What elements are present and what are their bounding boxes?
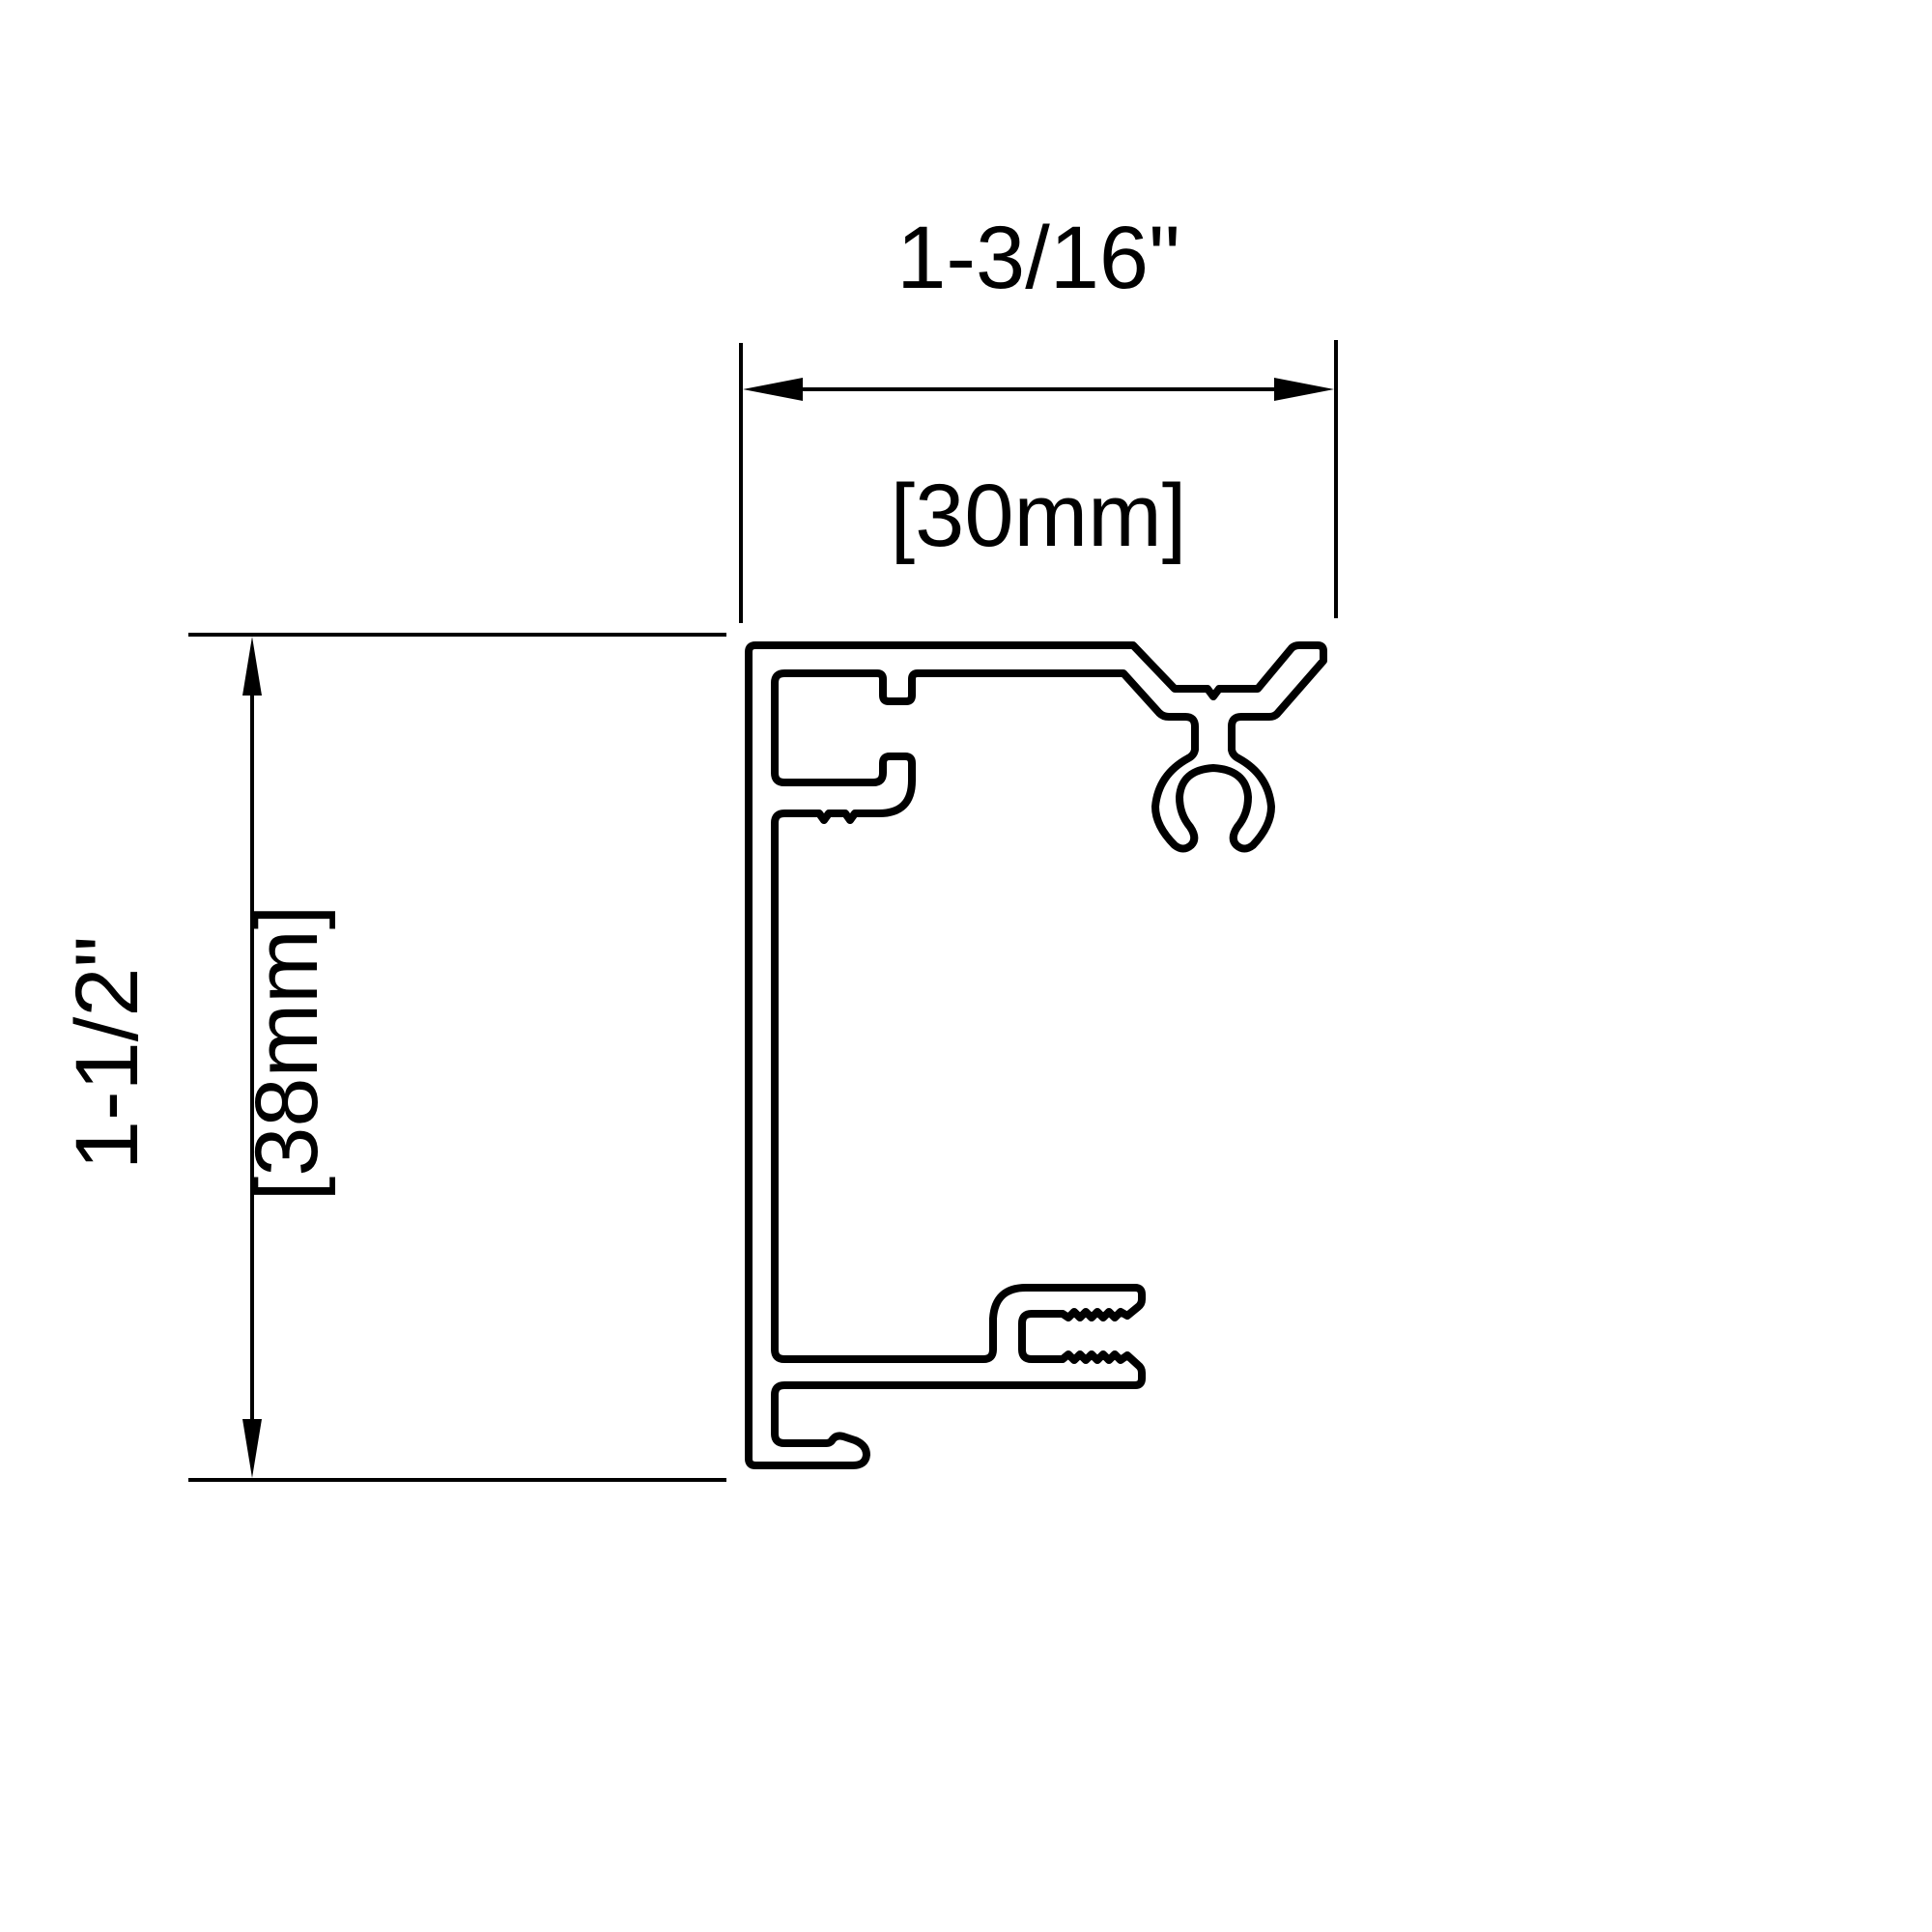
width-dimension: 1-3/16" [30mm] [739, 209, 1338, 623]
arrow-right-icon [1274, 378, 1334, 401]
extrusion-profile [745, 641, 1327, 1469]
arrow-up-icon [242, 637, 262, 696]
height-dimension: 1-1/2" [38mm] [58, 633, 726, 1482]
width-metric-label: [30mm] [891, 467, 1187, 565]
profile-outer-contour [745, 641, 1327, 1469]
height-imperial-label: 1-1/2" [58, 936, 156, 1170]
height-metric-label: [38mm] [238, 905, 336, 1202]
arrow-left-icon [743, 378, 803, 401]
arrow-down-icon [242, 1419, 262, 1478]
width-imperial-label: 1-3/16" [896, 209, 1180, 307]
